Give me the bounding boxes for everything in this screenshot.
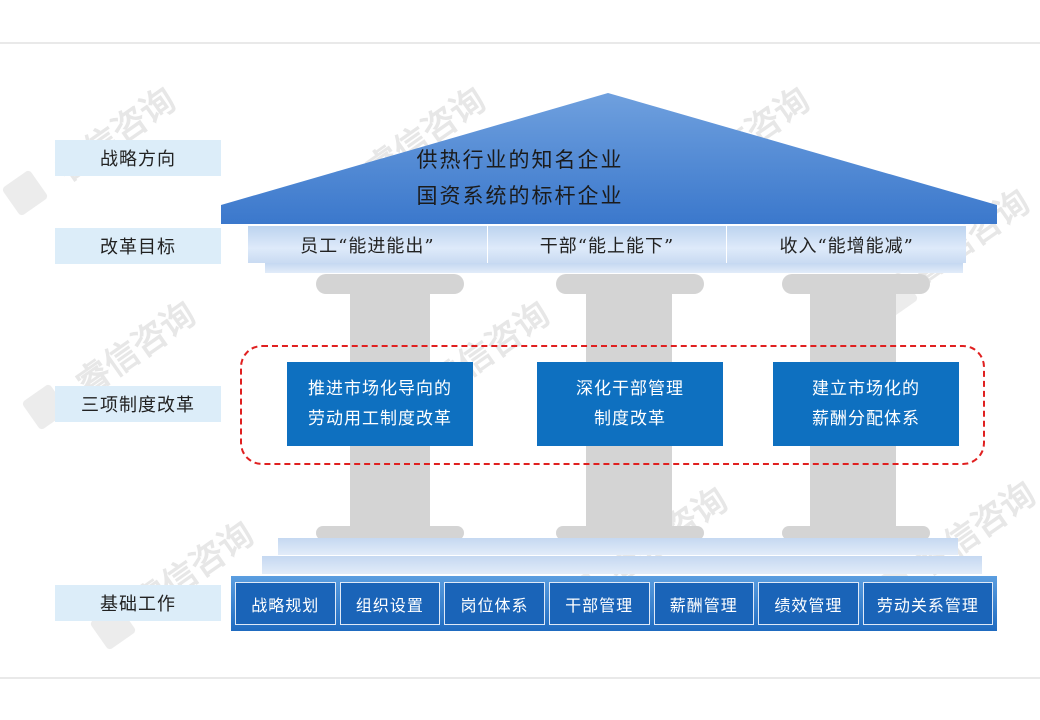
reform-box-line: 制度改革: [594, 409, 666, 429]
goal-item: 干部“能上能下”: [488, 226, 728, 263]
reform-box-line: 建立市场化的: [812, 379, 920, 399]
roof-line-2: 国资系统的标杆企业: [416, 184, 624, 208]
step-lower: [262, 556, 982, 574]
reform-box-line: 推进市场化导向的: [308, 379, 452, 399]
foundation-item: 组织设置: [339, 582, 441, 625]
goal-item: 收入“能增能减”: [779, 235, 914, 257]
label-reform: 三项制度改革: [55, 386, 221, 422]
label-goal: 改革目标: [55, 228, 221, 264]
reform-box-line: 深化干部管理: [576, 379, 684, 399]
foundation-item: 干部管理: [548, 582, 650, 625]
top-divider: [0, 42, 1040, 44]
reform-box-labor: 推进市场化导向的 劳动用工制度改革: [287, 362, 473, 446]
roof-line-1: 供热行业的知名企业: [416, 148, 624, 172]
reform-box-line: 劳动用工制度改革: [308, 409, 452, 429]
pillars: [316, 274, 930, 540]
reform-dashed-frame: [240, 345, 985, 465]
foundation-bar: 战略规划 组织设置 岗位体系 干部管理 薪酬管理 绩效管理 劳动关系管理: [231, 576, 997, 631]
reform-box-line: 薪酬分配体系: [812, 409, 920, 429]
roof: [221, 93, 997, 224]
foundation-item: 岗位体系: [444, 582, 545, 625]
beam-underbar: [265, 263, 963, 273]
bottom-divider: [0, 677, 1040, 679]
reform-box-cadre: 深化干部管理 制度改革: [537, 362, 723, 446]
foundation-item: 劳动关系管理: [862, 582, 993, 625]
reform-box-salary: 建立市场化的 薪酬分配体系: [773, 362, 959, 446]
foundation-item: 薪酬管理: [653, 582, 755, 625]
foundation-item: 绩效管理: [758, 582, 859, 625]
label-strategy: 战略方向: [55, 140, 221, 176]
foundation-item: 战略规划: [235, 582, 336, 625]
goal-item: 员工“能进能出”: [248, 226, 488, 263]
step-upper: [278, 538, 958, 555]
label-foundation: 基础工作: [55, 585, 221, 621]
goal-beam: 员工“能进能出” 干部“能上能下” 收入“能增能减”: [248, 226, 966, 263]
